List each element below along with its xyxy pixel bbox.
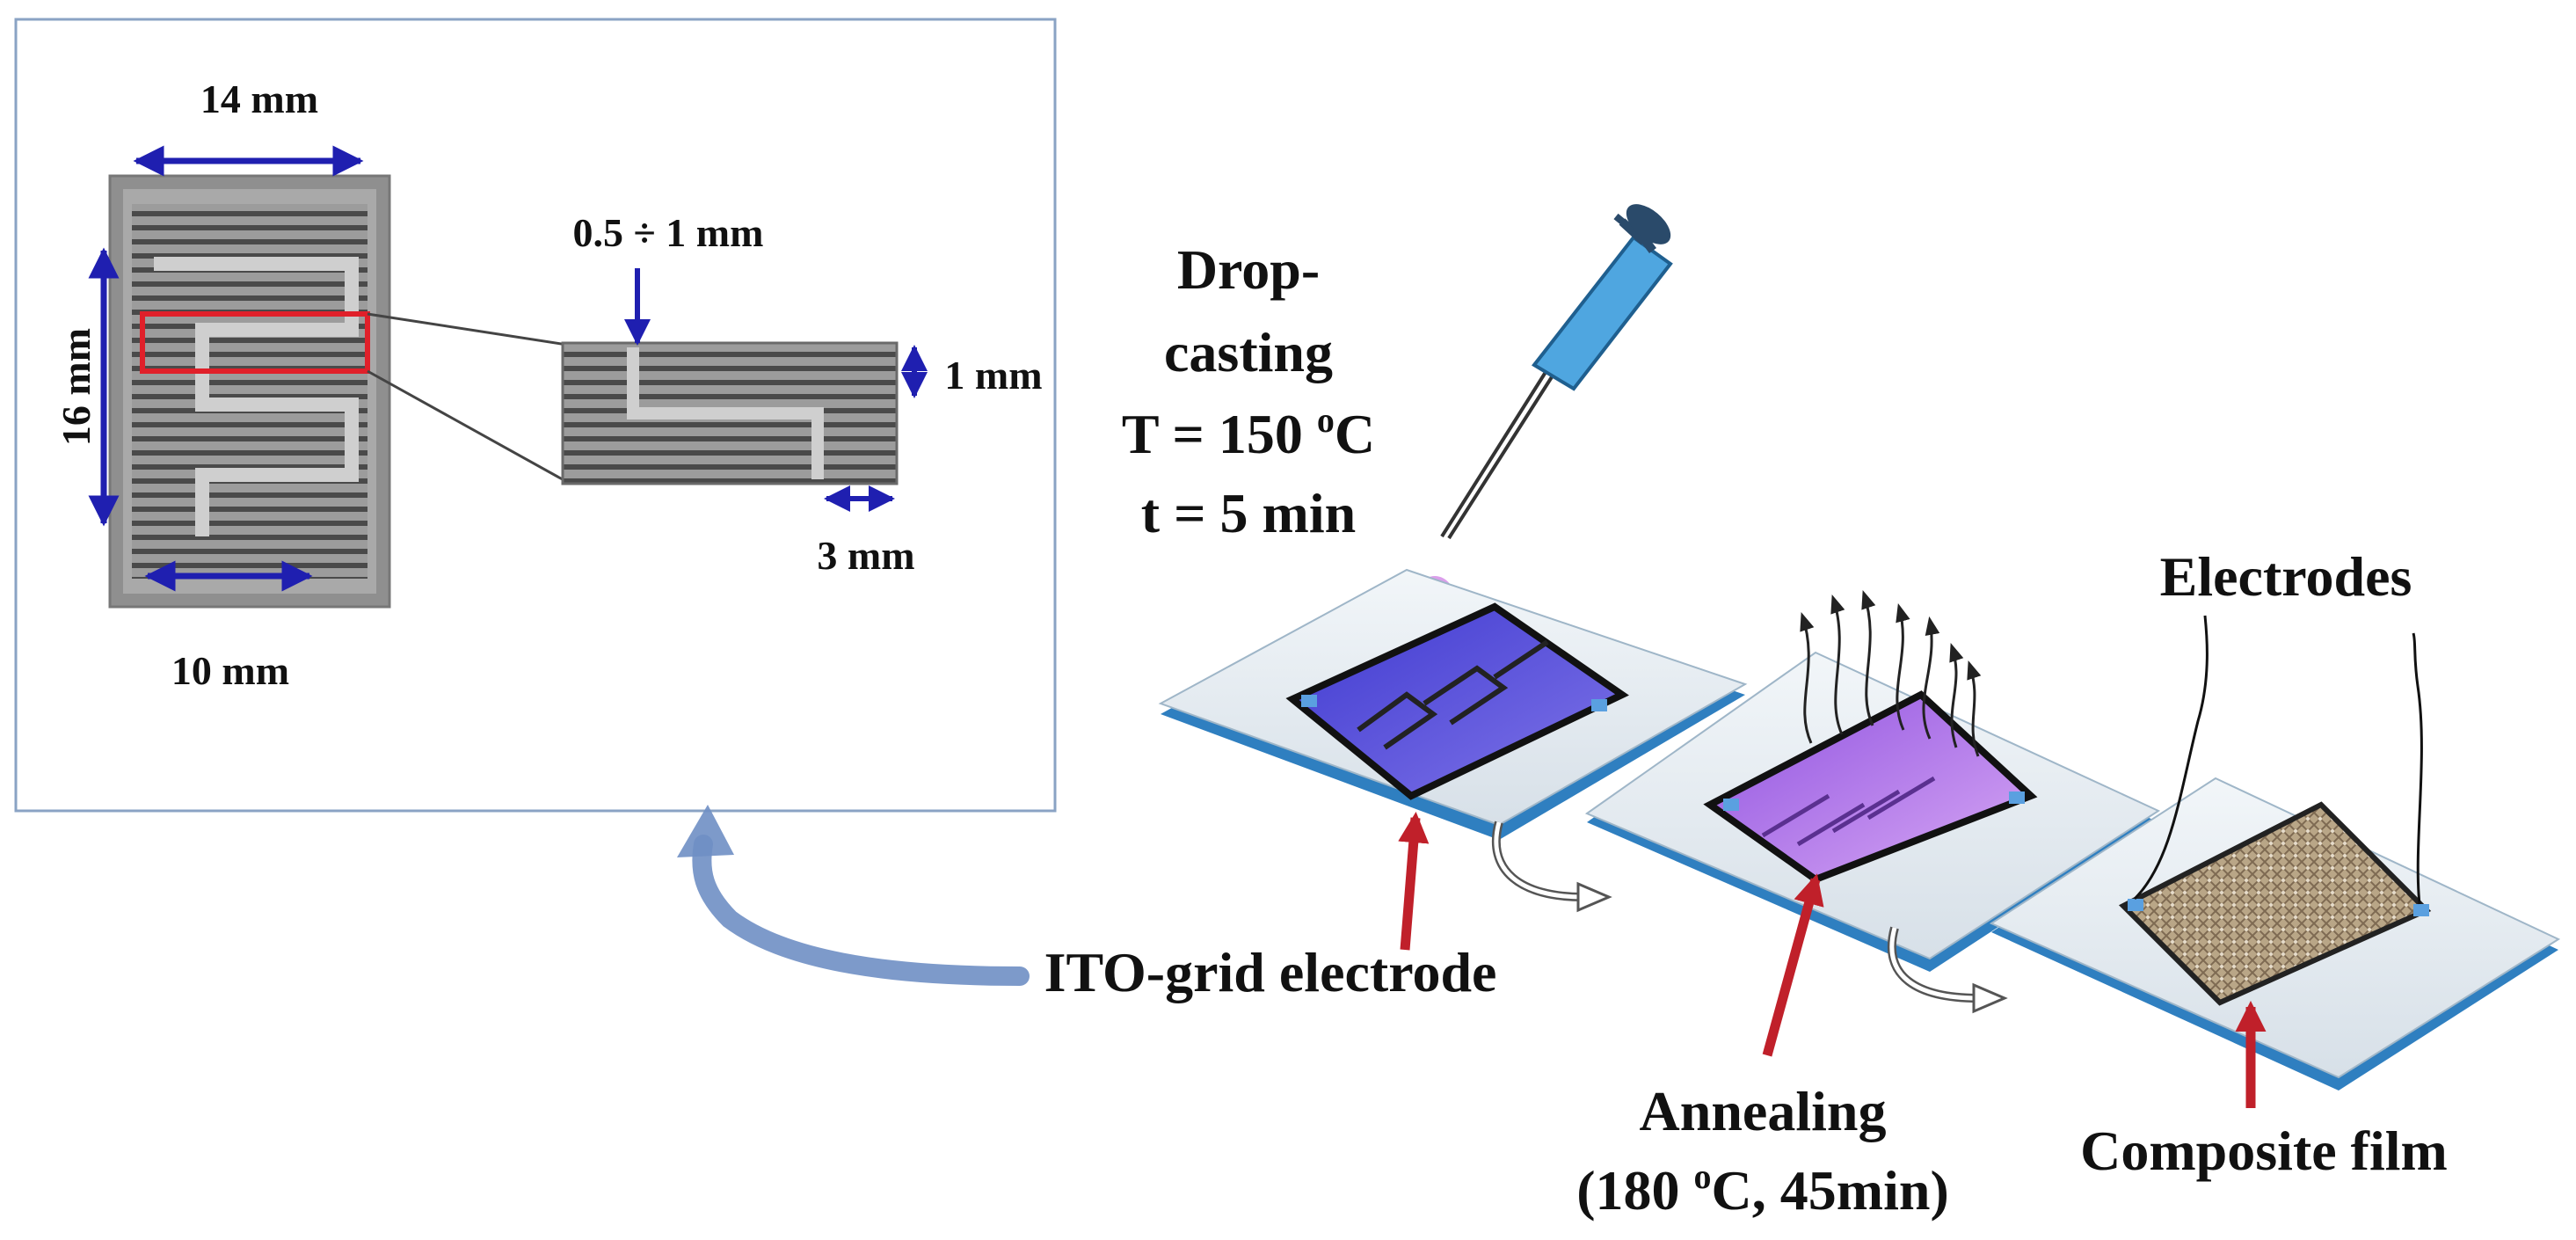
- label-3mm: 3 mm: [817, 533, 914, 578]
- zoom-line-top: [367, 312, 568, 346]
- curved-arrow: [677, 805, 1030, 986]
- highlight-box: [140, 311, 370, 374]
- process-arrow-2: [1887, 926, 2008, 1014]
- pointer-arrow-ito: [1398, 811, 1430, 951]
- electrodes-label: Electrodes: [2160, 545, 2412, 608]
- annealing-line2: (180 oC, 45min): [1576, 1156, 1949, 1222]
- pointer-arrow-annealing: [1762, 873, 1824, 1057]
- zoomed-photo: [561, 341, 899, 485]
- dropcasting-temperature: T = 150 oC: [1122, 400, 1375, 465]
- label-gap: 0.5 ÷ 1 mm: [573, 210, 764, 255]
- electrode-wire-right: [2412, 632, 2423, 905]
- label-10mm: 10 mm: [171, 648, 289, 693]
- substrate-composite: [1989, 615, 2561, 1090]
- process-arrow-1: [1491, 821, 1612, 913]
- device-photo: [108, 174, 391, 609]
- dropcasting-label: Drop- casting T = 150 oC t = 5 min: [1122, 238, 1375, 544]
- label-1mm: 1 mm: [944, 353, 1042, 398]
- vapor-arrows: [1800, 590, 1982, 757]
- dropcasting-time: t = 5 min: [1141, 482, 1356, 544]
- annealing-line1: Annealing: [1640, 1080, 1887, 1142]
- substrate-annealed: [1584, 651, 2161, 972]
- dropcasting-line1: Drop-: [1177, 238, 1320, 301]
- label-14mm: 14 mm: [200, 77, 318, 121]
- zoom-line-bottom: [367, 369, 568, 484]
- syringe-icon: [1414, 204, 1673, 629]
- dropcasting-line2: casting: [1164, 321, 1333, 383]
- annealing-label: Annealing (180 oC, 45min): [1576, 1080, 1949, 1222]
- ito-grid-label: ITO-grid electrode: [1044, 941, 1497, 1003]
- composite-film-label: Composite film: [2080, 1120, 2448, 1182]
- substrate-ito: [1158, 568, 1748, 840]
- label-16mm: 16 mm: [54, 328, 98, 446]
- electrode-wire-left: [2133, 615, 2209, 901]
